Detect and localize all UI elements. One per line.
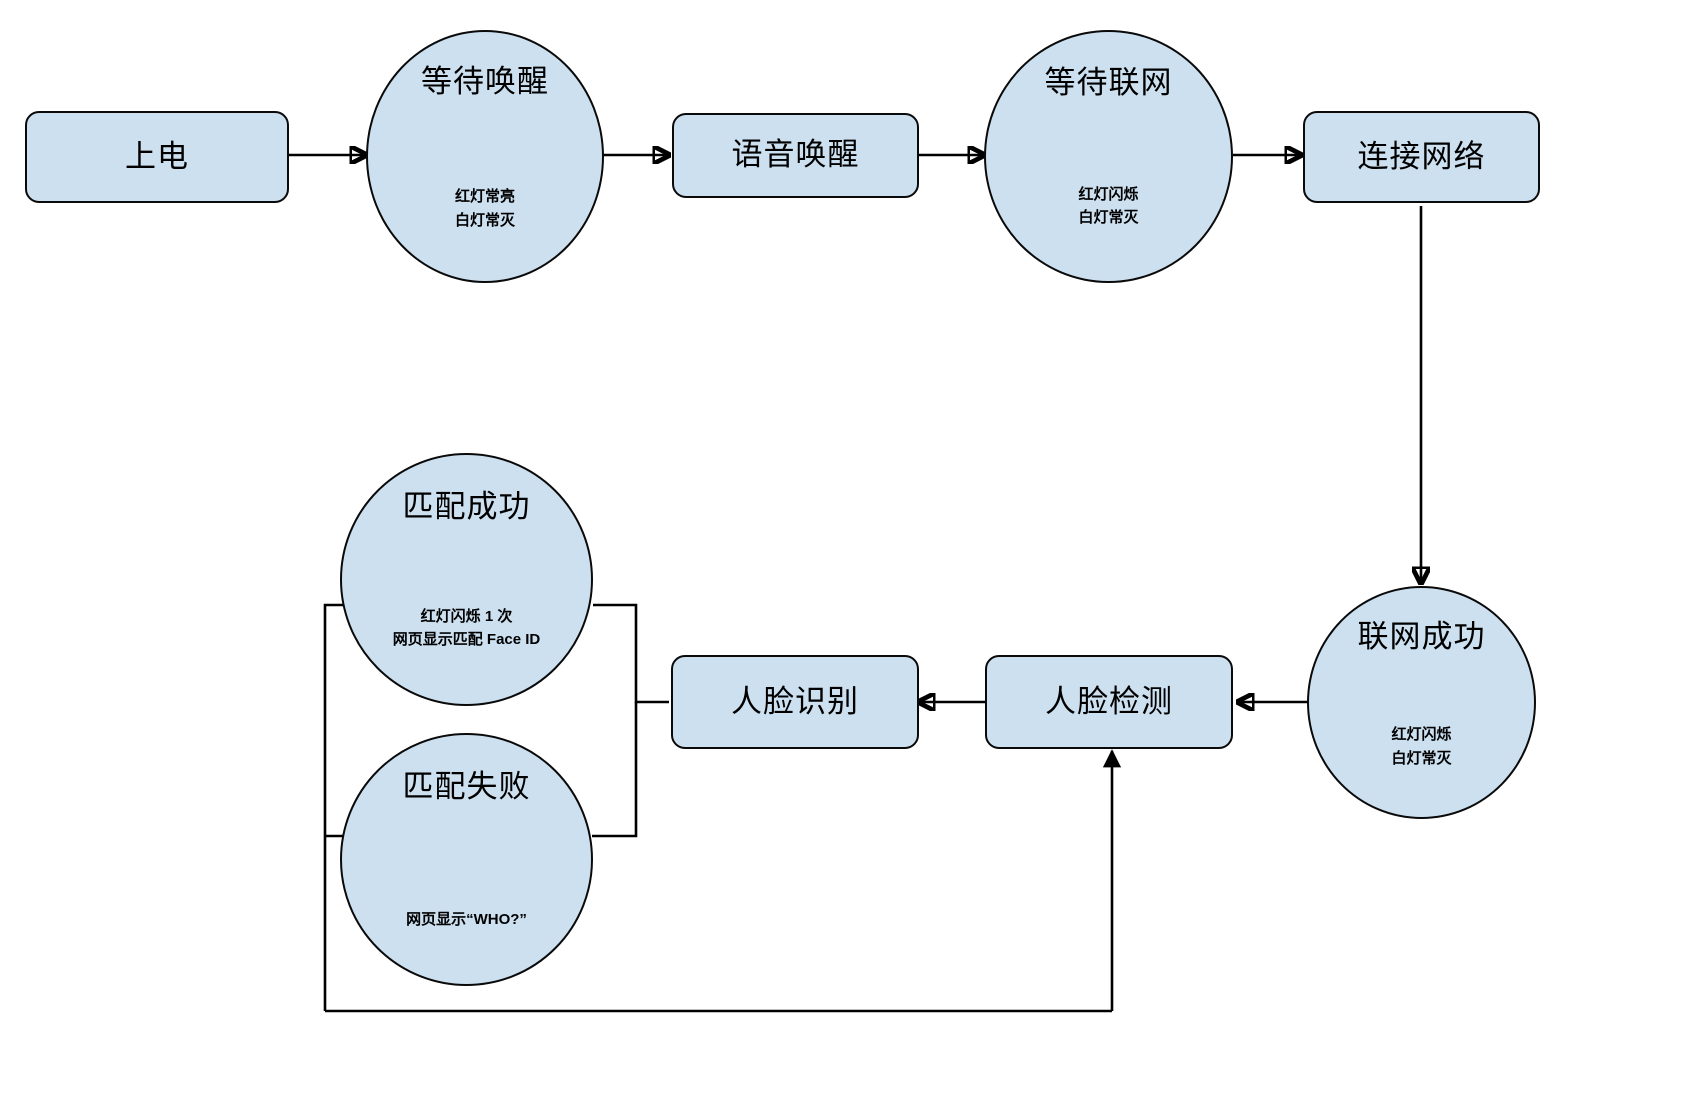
node-power-on-title: 上电 — [125, 138, 189, 174]
node-match-success[interactable]: 匹配成功 红灯闪烁 1 次 网页显示匹配 Face ID — [340, 453, 593, 706]
node-network-success-sub: 红灯闪烁 白灯常灭 — [1391, 723, 1451, 770]
node-wait-wakeup[interactable]: 等待唤醒 红灯常亮 白灯常灭 — [366, 30, 604, 283]
node-connect-network-title: 连接网络 — [1357, 138, 1486, 174]
node-face-recognize[interactable]: 人脸识别 — [671, 655, 919, 749]
node-match-success-title: 匹配成功 — [402, 488, 531, 524]
node-match-fail-sub: 网页显示“WHO?” — [406, 908, 527, 931]
node-wait-network[interactable]: 等待联网 红灯闪烁 白灯常灭 — [984, 30, 1233, 283]
edge-face-recognize-to-match-branch — [593, 603, 669, 704]
node-network-success-sub-line2: 白灯常灭 — [1391, 749, 1452, 767]
node-network-success-sub-line1: 红灯闪烁 — [1391, 726, 1452, 744]
node-wait-network-sub-line1: 红灯闪烁 — [1078, 186, 1139, 204]
node-power-on[interactable]: 上电 — [25, 111, 289, 203]
node-network-success-title: 联网成功 — [1357, 618, 1486, 654]
edge-face-recognize-to-match-fail-branch — [592, 702, 638, 838]
node-voice-wakeup-title: 语音唤醒 — [731, 137, 860, 173]
node-face-detect-title: 人脸检测 — [1045, 683, 1173, 719]
node-wait-wakeup-sub-line2: 白灯常灭 — [454, 211, 515, 229]
node-wait-wakeup-sub: 红灯常亮 白灯常灭 — [455, 185, 515, 232]
node-network-success[interactable]: 联网成功 红灯闪烁 白灯常灭 — [1307, 586, 1536, 819]
node-wait-network-sub-line2: 白灯常灭 — [1078, 209, 1139, 227]
node-match-fail-title: 匹配失败 — [402, 768, 531, 804]
node-connect-network[interactable]: 连接网络 — [1303, 111, 1540, 203]
node-wait-wakeup-title: 等待唤醒 — [421, 63, 549, 99]
node-match-success-sub-line2: 网页显示匹配 Face ID — [392, 631, 541, 649]
node-wait-network-title: 等待联网 — [1044, 65, 1173, 101]
node-match-success-sub-line1: 红灯闪烁 1 次 — [420, 608, 513, 626]
node-wait-wakeup-sub-line1: 红灯常亮 — [454, 188, 515, 206]
node-wait-network-sub: 红灯闪烁 白灯常灭 — [1078, 183, 1138, 230]
node-voice-wakeup[interactable]: 语音唤醒 — [672, 113, 919, 198]
node-face-detect[interactable]: 人脸检测 — [985, 655, 1233, 749]
node-match-success-sub: 红灯闪烁 1 次 网页显示匹配 Face ID — [393, 605, 541, 652]
node-face-recognize-title: 人脸识别 — [731, 683, 859, 719]
node-match-fail[interactable]: 匹配失败 网页显示“WHO?” — [340, 733, 593, 986]
node-match-fail-sub-line1: 网页显示“WHO?” — [406, 911, 527, 929]
